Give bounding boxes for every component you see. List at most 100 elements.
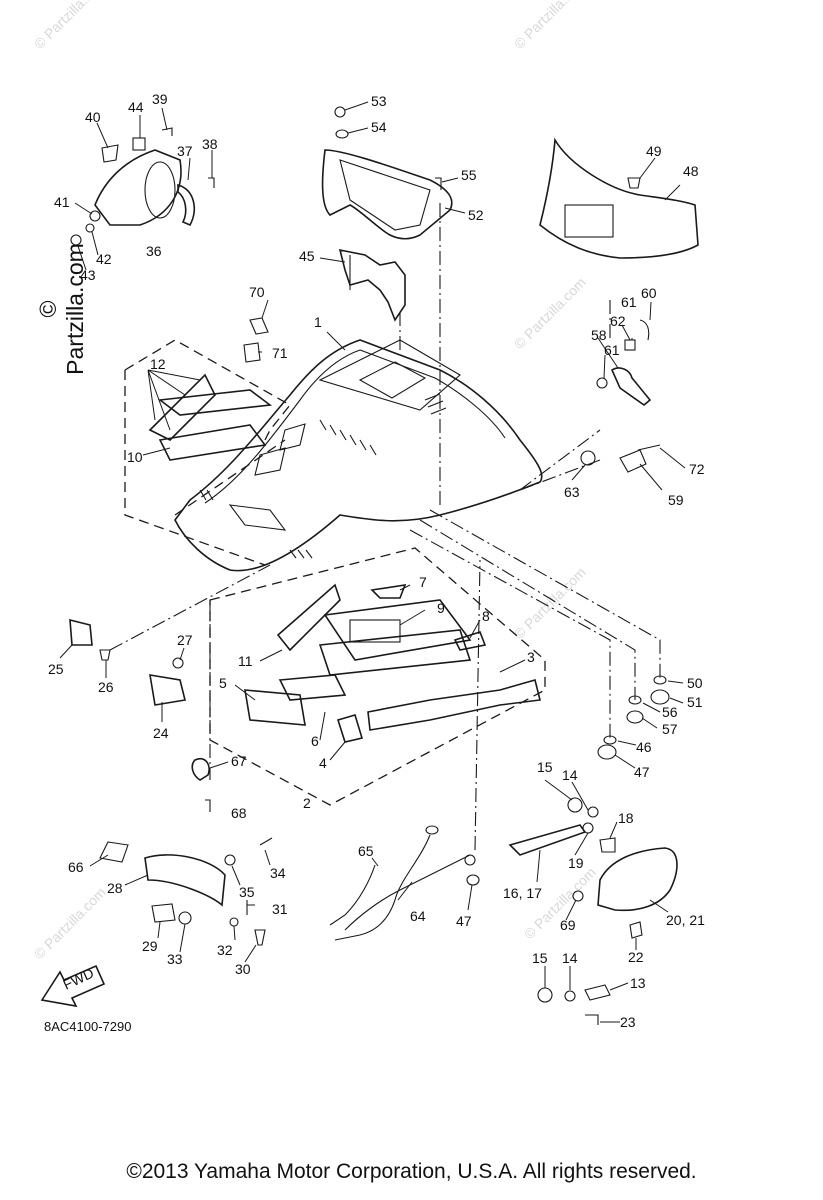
leader-lines xyxy=(59,101,686,1023)
fwd-label: FWD xyxy=(61,965,97,993)
callout-14a: 14 xyxy=(562,767,578,783)
callout-14b: 14 xyxy=(562,950,578,966)
assembly-outline-lower xyxy=(209,547,546,806)
callout-55: 55 xyxy=(461,167,477,183)
callout-66: 66 xyxy=(68,859,84,875)
callout-23: 23 xyxy=(620,1014,636,1030)
latch-arm-part xyxy=(580,319,661,473)
callout-71: 71 xyxy=(272,345,288,361)
callout-40: 40 xyxy=(85,109,101,125)
callout-24: 24 xyxy=(153,725,169,741)
callout-6: 6 xyxy=(311,733,319,749)
bracket-part xyxy=(338,248,406,322)
pad-parts xyxy=(148,317,541,743)
windshield-part xyxy=(539,137,699,259)
callout-43: 43 xyxy=(80,267,96,283)
callout-19: 19 xyxy=(568,855,584,871)
callout-28: 28 xyxy=(107,880,123,896)
callout-48: 48 xyxy=(683,163,699,179)
callout-15b: 15 xyxy=(532,950,548,966)
hood-part xyxy=(174,339,543,572)
callout-2: 2 xyxy=(303,795,311,811)
callout-47a: 47 xyxy=(634,764,650,780)
diagram-code: 8AC4100-7290 xyxy=(44,1019,132,1034)
callout-57: 57 xyxy=(662,721,678,737)
callout-68: 68 xyxy=(231,805,247,821)
callout-53: 53 xyxy=(371,93,387,109)
watermark-main: © Partzilla.com xyxy=(35,243,88,375)
callout-4: 4 xyxy=(319,755,327,771)
callout-30: 30 xyxy=(235,961,251,977)
callout-26: 26 xyxy=(98,679,114,695)
callout-45: 45 xyxy=(299,248,315,264)
callout-56: 56 xyxy=(662,704,678,720)
callout-70: 70 xyxy=(249,284,265,300)
callout-34: 34 xyxy=(270,865,286,881)
callout-54: 54 xyxy=(371,119,387,135)
headlight-housing xyxy=(70,127,215,246)
rim-group xyxy=(99,837,273,946)
fwd-arrow-icon: FWD xyxy=(40,965,106,1008)
callout-67: 67 xyxy=(231,753,247,769)
callout-60: 60 xyxy=(641,285,657,301)
assembly-outline-upper xyxy=(124,339,291,566)
callout-5: 5 xyxy=(219,675,227,691)
callout-labels: 1 2 3 4 5 6 7 8 9 10 11 12 13 14 14 15 1… xyxy=(48,91,705,1030)
callout-50: 50 xyxy=(687,675,703,691)
callout-15a: 15 xyxy=(537,759,553,775)
watermark-faint: © Partzilla.com xyxy=(511,0,589,52)
callout-10: 10 xyxy=(127,449,143,465)
callout-49: 49 xyxy=(646,143,662,159)
callout-41: 41 xyxy=(54,194,70,210)
watermark-faint: © Partzilla.com xyxy=(31,0,109,52)
callout-69: 69 xyxy=(560,917,576,933)
callout-39: 39 xyxy=(152,91,168,107)
callout-3: 3 xyxy=(527,649,535,665)
callout-62: 62 xyxy=(610,313,626,329)
callout-13: 13 xyxy=(630,975,646,991)
callout-27: 27 xyxy=(177,632,193,648)
callout-51: 51 xyxy=(687,694,703,710)
callout-44: 44 xyxy=(128,99,144,115)
callout-11: 11 xyxy=(238,653,253,669)
callout-52: 52 xyxy=(468,207,484,223)
callout-33: 33 xyxy=(167,951,183,967)
callout-35: 35 xyxy=(239,884,255,900)
callout-42: 42 xyxy=(96,251,112,267)
hinge-parts xyxy=(69,618,211,812)
watermark-faint: © Partzilla.com xyxy=(31,884,109,962)
callout-22: 22 xyxy=(628,949,644,965)
copyright-notice: ©2013 Yamaha Motor Corporation, U.S.A. A… xyxy=(126,1160,697,1183)
callout-58: 58 xyxy=(591,327,607,343)
assembly-outline-left xyxy=(174,439,286,516)
callout-31: 31 xyxy=(272,901,288,917)
callout-72: 72 xyxy=(689,461,705,477)
callout-46: 46 xyxy=(636,739,652,755)
callout-29: 29 xyxy=(142,938,158,954)
callout-64: 64 xyxy=(410,908,426,924)
taillight-group xyxy=(508,797,678,1025)
faint-watermarks: © Partzilla.com © Partzilla.com © Partzi… xyxy=(31,0,599,962)
callout-18: 18 xyxy=(618,810,634,826)
callout-7: 7 xyxy=(419,574,427,590)
callout-36: 36 xyxy=(146,243,162,259)
callout-65: 65 xyxy=(358,843,374,859)
callout-61a: 61 xyxy=(621,294,637,310)
callout-8: 8 xyxy=(482,608,490,624)
watermark-faint: © Partzilla.com xyxy=(511,274,589,352)
callout-25: 25 xyxy=(48,661,64,677)
upper-panel xyxy=(321,106,453,240)
callout-63: 63 xyxy=(564,484,580,500)
callout-16-17: 16, 17 xyxy=(503,885,542,901)
wiring-harness xyxy=(329,825,480,941)
callout-32: 32 xyxy=(217,942,233,958)
callout-9: 9 xyxy=(437,600,445,616)
callout-61b: 61 xyxy=(604,342,620,358)
callout-38: 38 xyxy=(202,136,218,152)
grommets xyxy=(597,675,670,760)
callout-12: 12 xyxy=(150,356,166,372)
callout-20-21: 20, 21 xyxy=(666,912,705,928)
callout-1: 1 xyxy=(314,314,322,330)
alignment-lines xyxy=(109,200,661,851)
